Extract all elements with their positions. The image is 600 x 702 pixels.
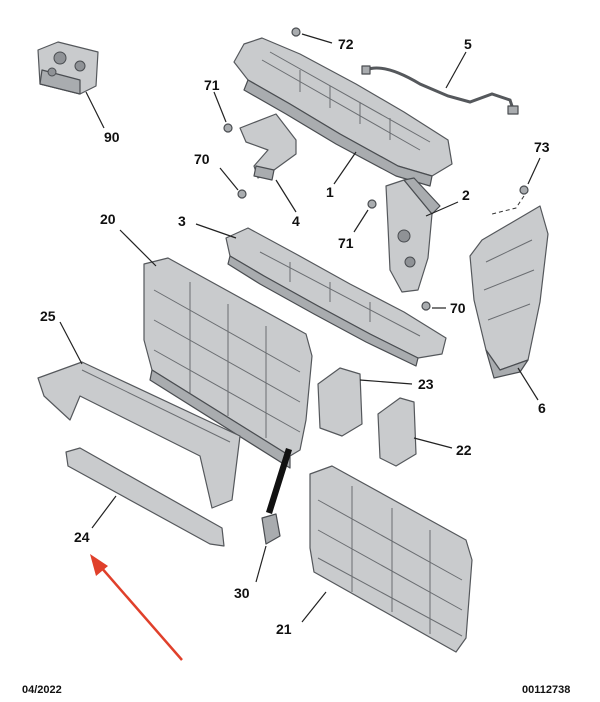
part-90-bracket-block [37, 41, 99, 95]
part-6-air-deflector [469, 205, 549, 379]
part-70-nut-upper [237, 189, 247, 199]
part-4-mounting-bracket [239, 113, 297, 181]
part-71-bolt-lower [367, 199, 377, 209]
part-72-clip [291, 27, 301, 37]
callout-90: 90 [104, 129, 120, 145]
callout-22: 22 [456, 442, 472, 458]
part-20-front-end-frame [143, 257, 313, 469]
callout-71-upper: 71 [204, 77, 220, 93]
callout-5: 5 [464, 36, 472, 52]
callout-2: 2 [462, 187, 470, 203]
callout-71-lower: 71 [338, 235, 354, 251]
callout-1: 1 [326, 184, 334, 200]
callout-25: 25 [40, 308, 56, 324]
part-1-upper-cross-member [233, 37, 453, 187]
callout-23: 23 [418, 376, 434, 392]
part-23-seal [317, 367, 363, 437]
part-73-clip [519, 185, 529, 195]
part-2-side-bracket [385, 177, 441, 293]
callout-21: 21 [276, 621, 292, 637]
part-5-hood-cable [361, 65, 519, 115]
part-24-lower-air-deflector [65, 447, 225, 547]
footer-reference-number: 00112738 [522, 684, 571, 696]
callout-73: 73 [534, 139, 550, 155]
red-pointer-arrow-icon [90, 554, 183, 661]
callout-70-lower: 70 [450, 300, 466, 316]
callout-3: 3 [178, 213, 186, 229]
part-3-lower-cross-member [225, 227, 447, 367]
callout-30: 30 [234, 585, 250, 601]
callout-70-upper: 70 [194, 151, 210, 167]
callout-72: 72 [338, 36, 354, 52]
part-25-upper-air-deflector [37, 361, 241, 509]
footer-date: 04/2022 [22, 684, 62, 696]
part-21-front-end-frame [309, 465, 473, 653]
callout-24: 24 [74, 529, 90, 545]
part-22-seal [377, 397, 417, 467]
part-30-sensor [261, 513, 281, 545]
part-70-nut-lower [421, 301, 431, 311]
callout-4: 4 [292, 213, 300, 229]
callout-20: 20 [100, 211, 116, 227]
callout-6: 6 [538, 400, 546, 416]
part-71-bolt-upper [223, 123, 233, 133]
